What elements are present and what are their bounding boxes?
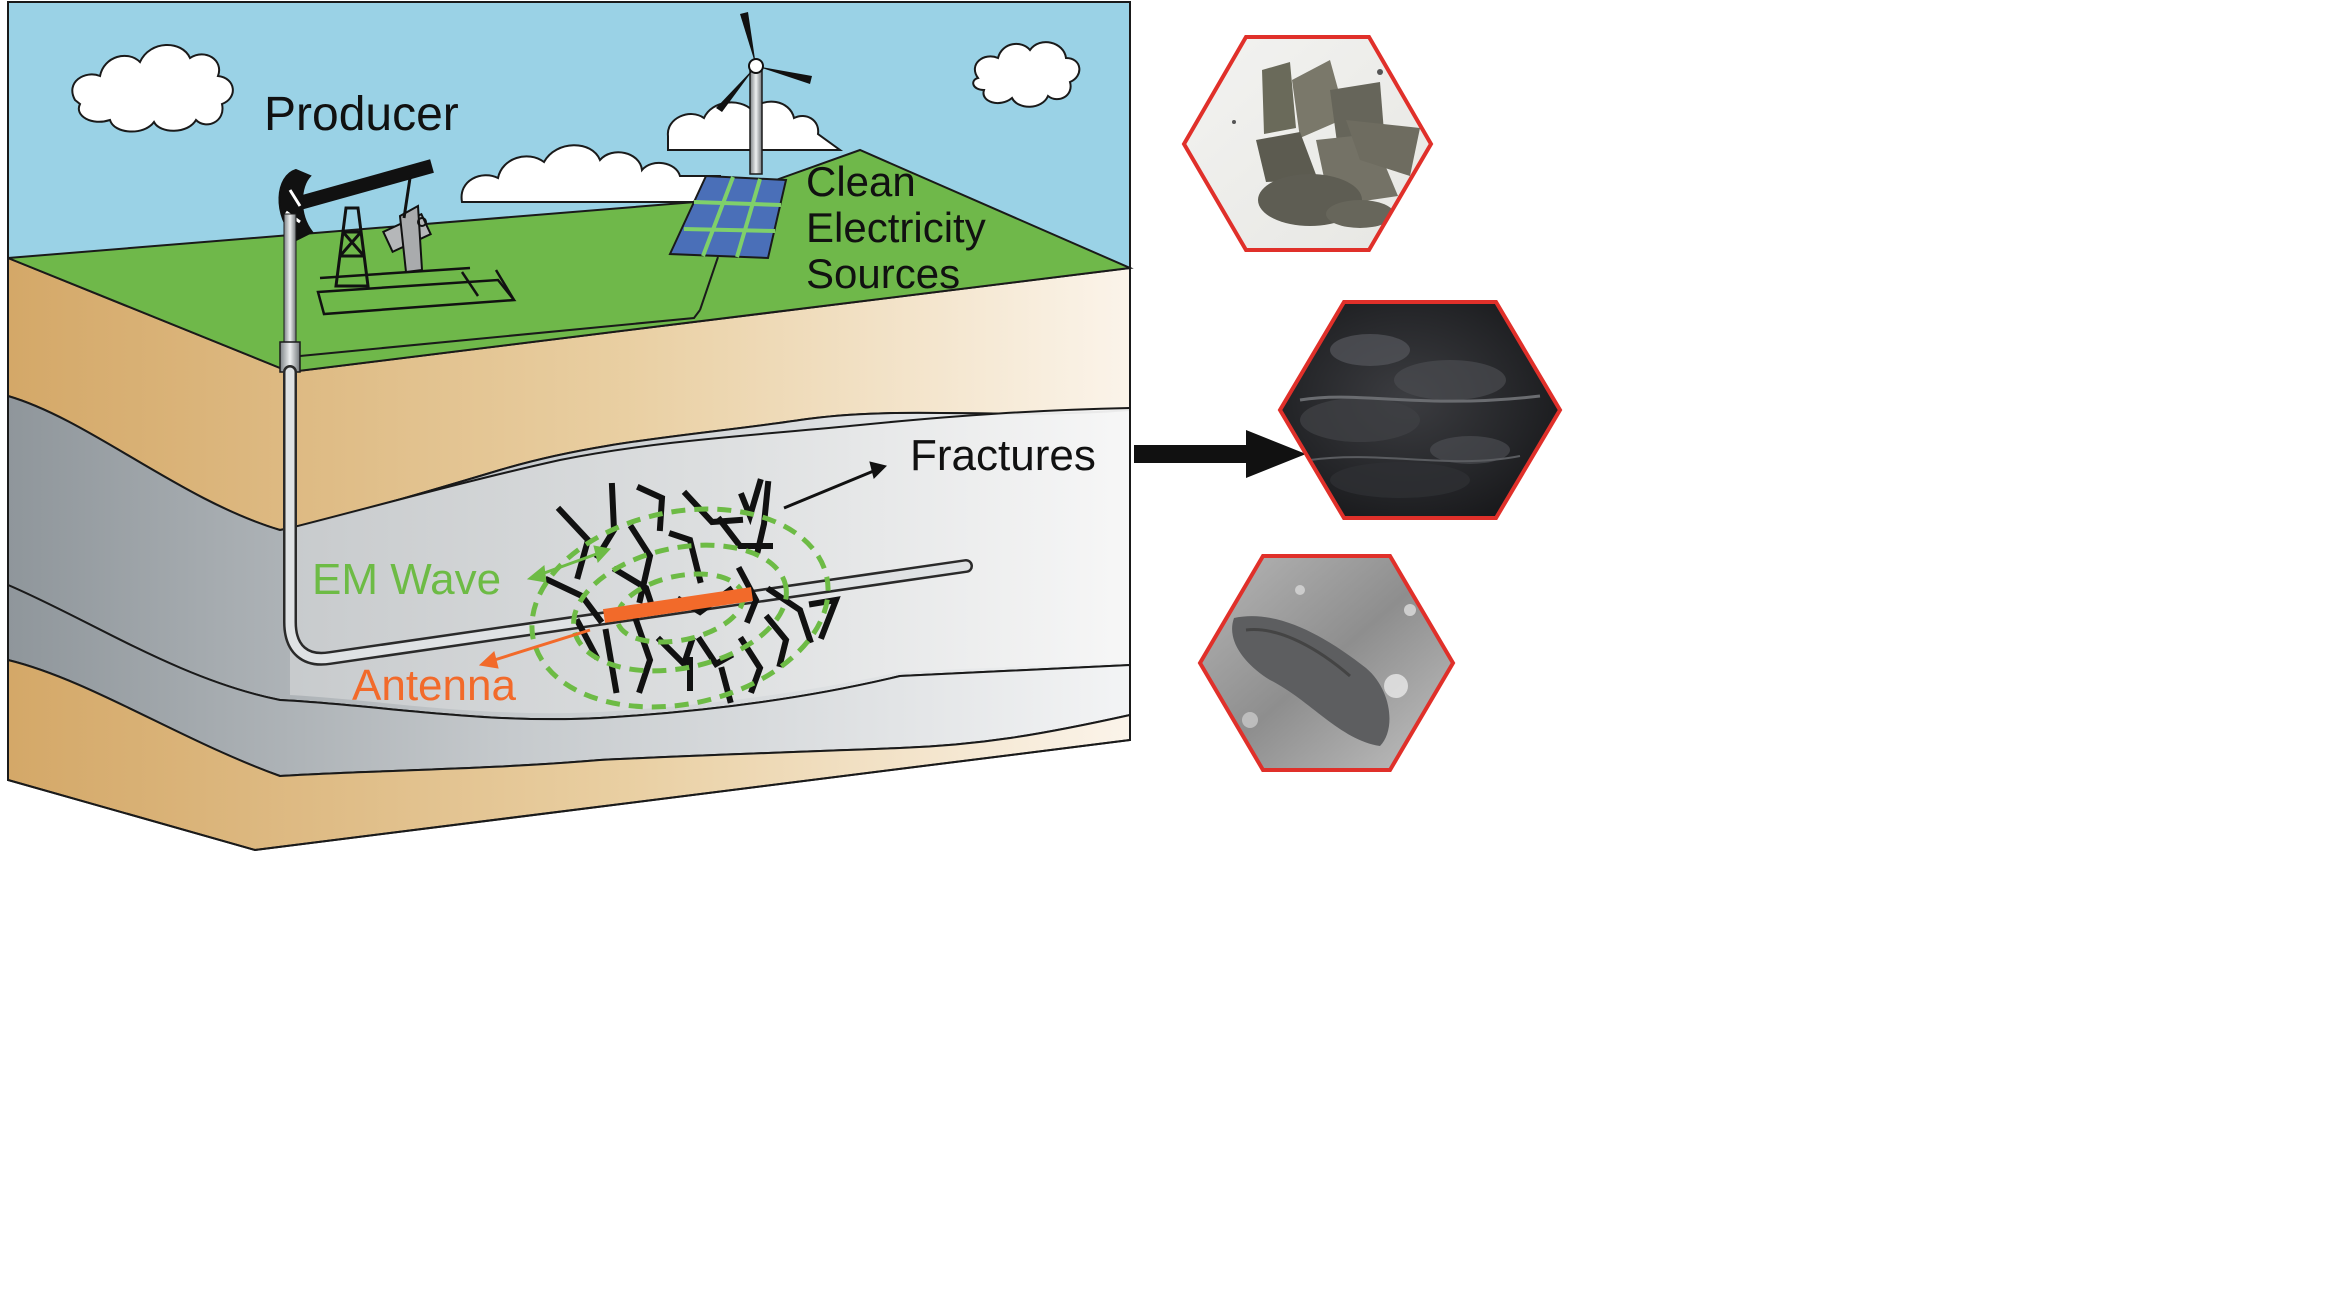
arrow-right-icon xyxy=(1134,430,1306,478)
cloud-icon xyxy=(460,144,721,203)
fractures-arrow xyxy=(783,461,887,510)
em-wave-arrow xyxy=(526,545,611,583)
cloud-icon xyxy=(972,41,1081,108)
clean-electricity-line-1: Clean xyxy=(806,158,916,205)
sand-layer-lower xyxy=(7,658,1131,852)
em-wave-label: EM Wave xyxy=(312,555,501,604)
sample-photo-middle xyxy=(1277,300,1563,520)
antenna-label: Antenna xyxy=(352,661,516,710)
block-edge xyxy=(7,258,1131,852)
power-cable xyxy=(299,309,701,357)
fractures-label: Fractures xyxy=(910,431,1096,480)
cloud-icon xyxy=(71,44,234,133)
layer-boundary xyxy=(289,407,1131,529)
clean-electricity-line-3: Sources xyxy=(806,250,960,297)
antenna-arrow xyxy=(478,628,591,669)
producer-label: Producer xyxy=(264,88,459,141)
antenna-segment xyxy=(602,587,754,623)
wellbore-highlight xyxy=(285,367,971,664)
sample-photo-top xyxy=(1181,35,1434,252)
pumpjack-icon xyxy=(278,159,517,316)
sample-photo-bottom xyxy=(1197,554,1456,772)
clean-electricity-line-2: Electricity xyxy=(806,204,986,251)
wellbore-vertical xyxy=(283,213,297,343)
solar-panel-icon xyxy=(668,174,788,311)
wind-turbine-icon xyxy=(716,12,812,175)
